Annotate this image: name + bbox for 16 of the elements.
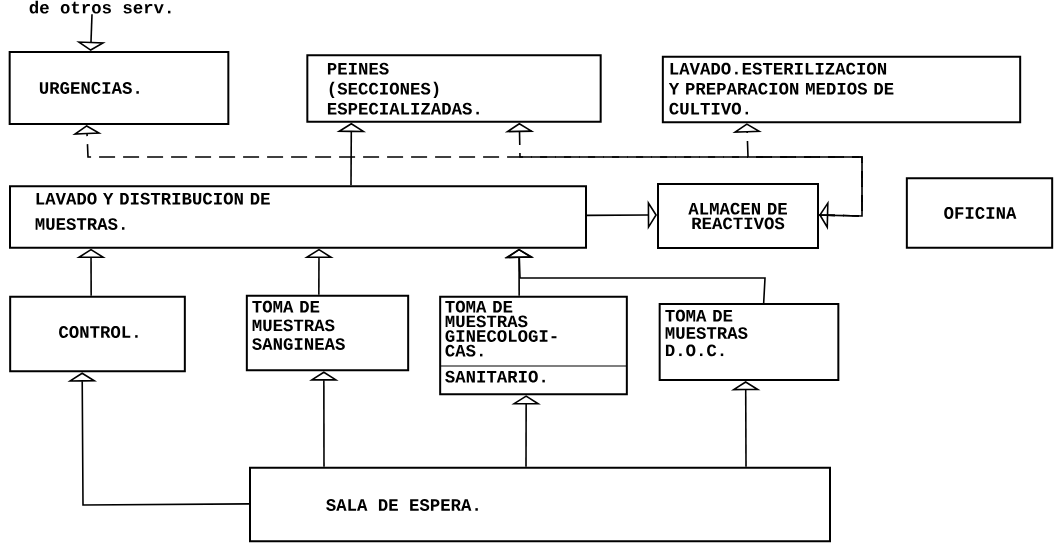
process-box: LAVADO.ESTERILIZACION Y PREPARACION MEDIOS DE CULTIVO. — [661, 55, 1022, 124]
process-box: CONTROL. — [9, 295, 186, 373]
process-box: PEINES (SECCIONES) ESPECIALIZADAS. — [306, 54, 602, 123]
connector — [72, 125, 863, 230]
process-box: TOMA DE MUESTRAS SANGINEAS — [245, 294, 410, 372]
process-box: TOMA DE MUESTRAS D.O.C. — [658, 303, 840, 381]
arrow — [504, 248, 766, 304]
arrow — [67, 372, 250, 506]
arrow — [732, 123, 863, 217]
process-box: SALA DE ESPERA. — [249, 466, 831, 543]
process-box: URGENCIAS. — [8, 51, 230, 125]
process-box: ALMACEN DE REACTIVOS — [657, 183, 819, 249]
process-box: OFICINA — [905, 177, 1054, 249]
process-box: TOMA DE MUESTRAS GINECOLOGI- CAS. SANITARIO. — [439, 295, 628, 396]
process-box: LAVADO Y DISTRIBUCION DE MUESTRAS. — [9, 185, 587, 249]
source-label: de otros serv. — [29, 0, 171, 14]
